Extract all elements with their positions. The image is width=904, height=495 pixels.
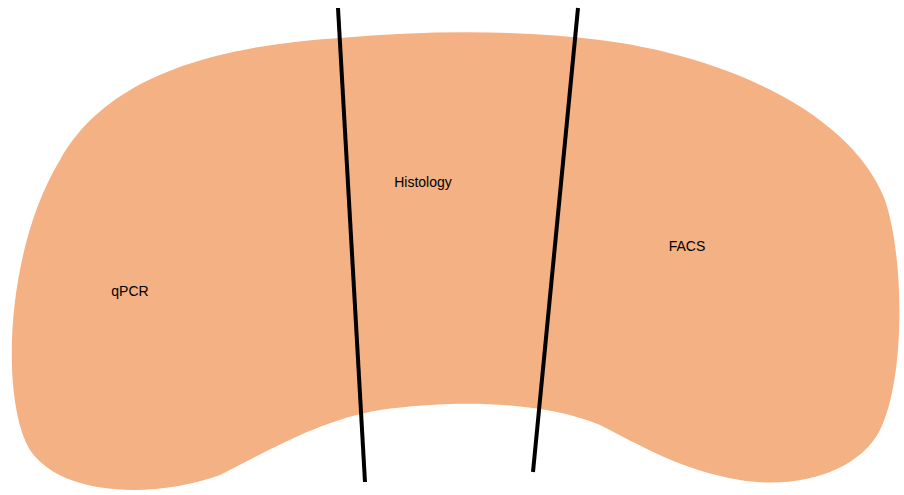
kidney-shape [12,32,900,490]
region-label: Histology [394,174,452,191]
region-label: qPCR [111,283,148,300]
region-label: FACS [669,238,706,255]
section-line [533,8,578,472]
section-line [338,8,365,482]
